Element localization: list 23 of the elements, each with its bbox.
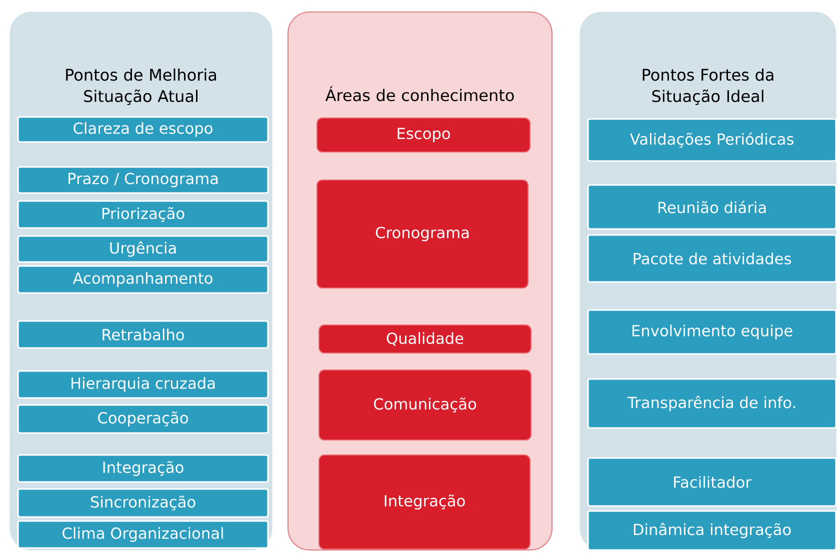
item-box: Cooperação <box>17 404 269 434</box>
item-box: Pacote de atividades <box>587 234 837 283</box>
item-box: Transparência de info. <box>587 378 837 429</box>
item-box: Envolvimento equipe <box>587 309 837 355</box>
item-box: Sincronização <box>17 488 269 518</box>
item-box: Comunicação <box>318 369 532 441</box>
item-box: Hierarquia cruzada <box>17 370 269 399</box>
item-box: Priorização <box>17 200 269 229</box>
item-box: Integração <box>318 454 531 550</box>
item-box: Dinâmica integração <box>587 510 837 551</box>
item-box: Cronograma <box>316 179 529 289</box>
item-box: Prazo / Cronograma <box>17 166 269 194</box>
item-box: Escopo <box>316 117 531 153</box>
item-box: Acompanhamento <box>17 265 269 294</box>
item-box: Clima Organizacional <box>17 520 269 549</box>
item-box: Clareza de escopo <box>17 116 269 143</box>
item-box: Integração <box>17 454 269 483</box>
item-box: Urgência <box>17 235 269 263</box>
item-box: Validações Periódicas <box>587 118 837 162</box>
item-box: Reunião diária <box>587 184 837 230</box>
item-box: Retrabalho <box>17 320 269 349</box>
item-box: Facilitador <box>587 457 837 507</box>
item-box: Qualidade <box>318 324 532 354</box>
